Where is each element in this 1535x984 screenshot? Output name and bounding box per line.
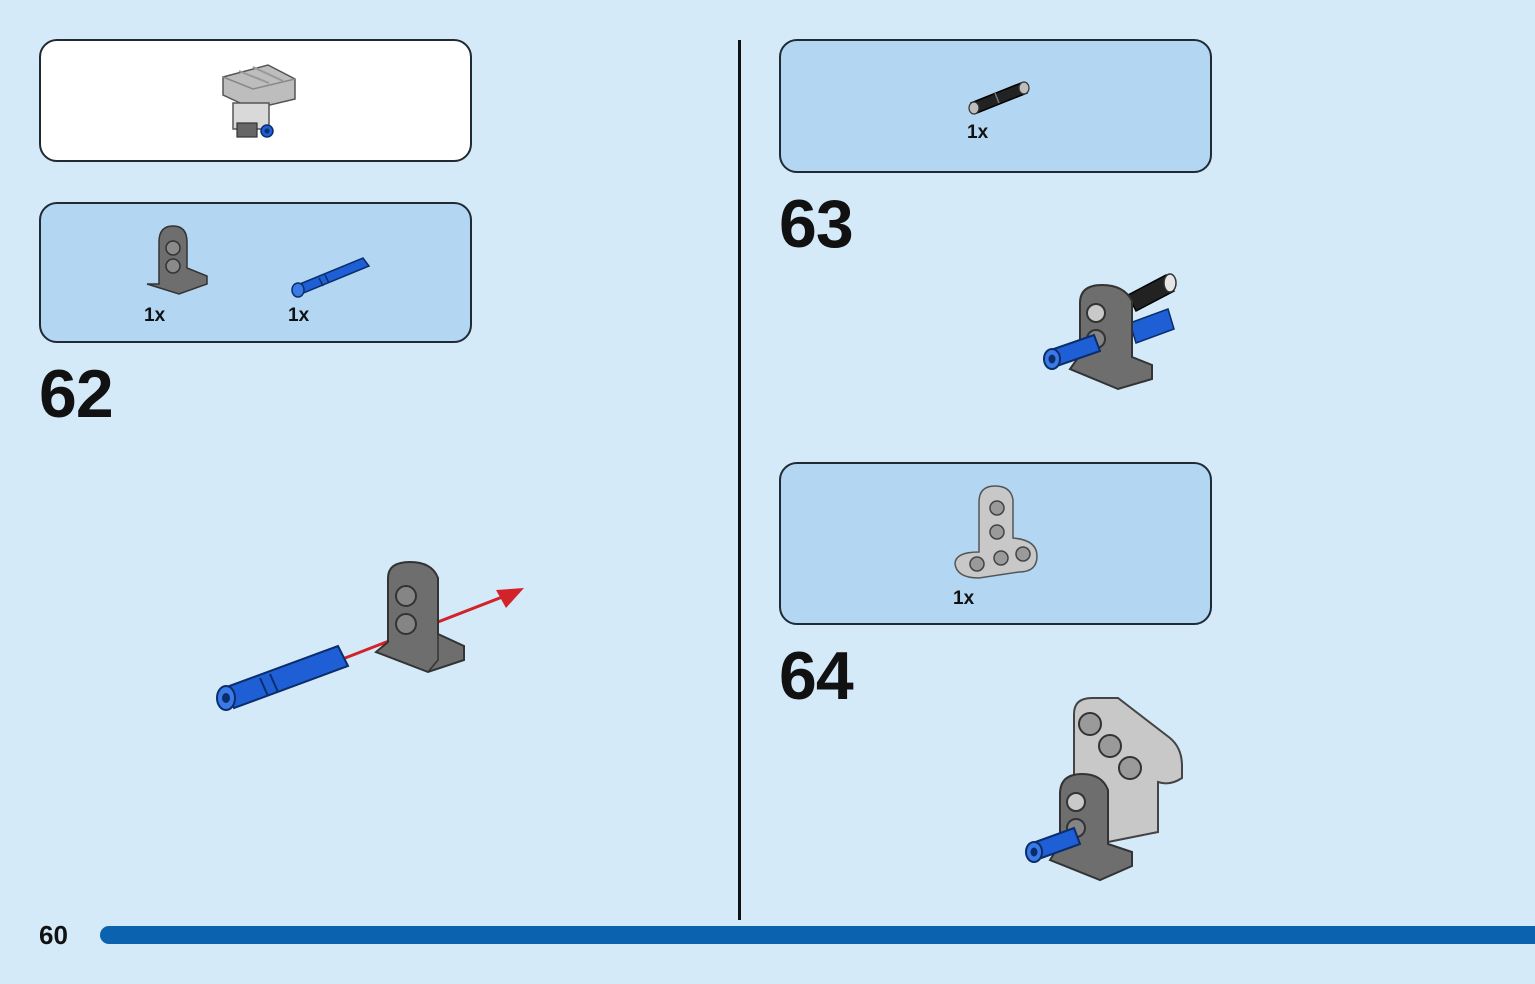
parts-list-step-63: 1x <box>779 39 1212 173</box>
parts-list-step-64: 1x <box>779 462 1212 625</box>
assembly-step-64-icon <box>1025 697 1183 882</box>
perpendicular-connector-icon <box>146 225 208 295</box>
assembly-step-63-icon <box>1043 273 1177 391</box>
blue-axle-pin-icon <box>291 257 371 298</box>
part-qty: 1x <box>967 122 989 143</box>
step-number: 62 <box>39 356 114 432</box>
step-number: 64 <box>779 638 854 714</box>
parts-list-step-62: 1x 1x <box>39 202 472 343</box>
part-qty: 1x <box>288 305 310 326</box>
submodel-callout <box>39 39 472 162</box>
step-number: 63 <box>779 186 854 262</box>
submodel-preview-icon <box>222 64 296 138</box>
progress-bar <box>100 926 1535 944</box>
page-number: 60 <box>39 920 68 950</box>
column-divider <box>738 40 741 920</box>
part-qty: 1x <box>144 305 166 326</box>
part-qty: 1x <box>953 588 975 609</box>
t-beam-icon <box>954 485 1038 579</box>
insert-pin-arrow-icon <box>216 560 524 711</box>
black-axle-connector-icon <box>968 81 1030 115</box>
